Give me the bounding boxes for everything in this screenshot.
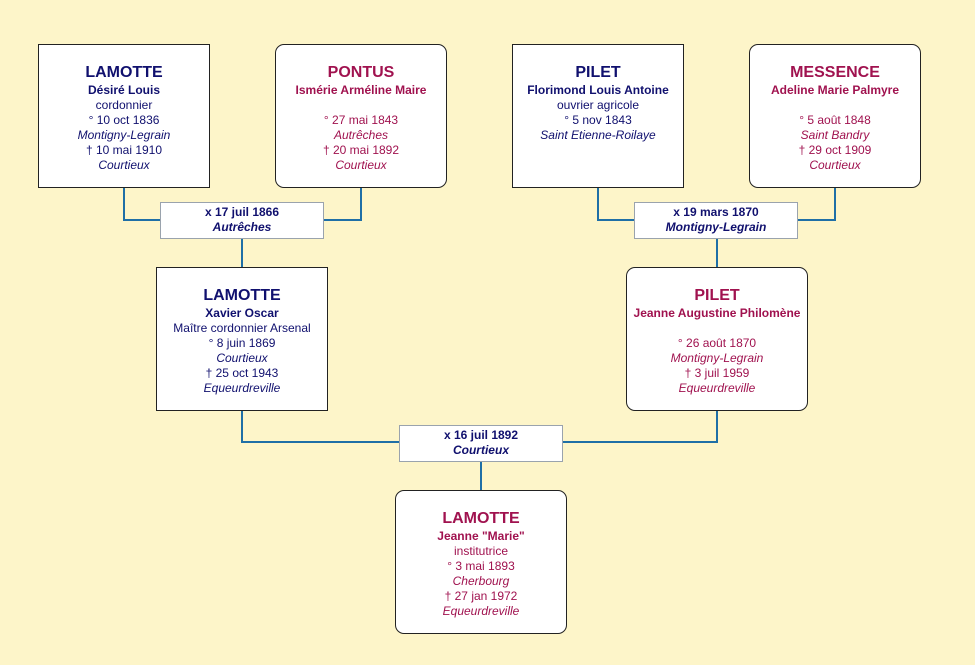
birth-place: Montigny-Legrain <box>77 128 171 142</box>
death-date: † 27 jan 1972 <box>444 589 518 603</box>
marriage-date: x 17 juil 1866 <box>204 205 280 219</box>
surname: LAMOTTE <box>442 510 520 527</box>
marriage-date: x 16 juil 1892 <box>443 428 519 442</box>
occupation: institutrice <box>453 544 509 558</box>
person-card-xavier-oscar-lamotte[interactable]: LAMOTTE Xavier Oscar Maître cordonnier A… <box>156 267 328 411</box>
connector-gp4 <box>797 187 836 221</box>
surname: LAMOTTE <box>85 64 163 81</box>
given-names: Florimond Louis Antoine <box>527 83 669 97</box>
marriage-place: Courtieux <box>452 443 509 457</box>
death-place: Courtieux <box>809 158 861 172</box>
person-card-ismerie-pontus[interactable]: PONTUS Ismérie Arméline Maire ° 27 mai 1… <box>275 44 447 188</box>
person-card-florimond-pilet[interactable]: PILET Florimond Louis Antoine ouvrier ag… <box>512 44 684 188</box>
person-card-jeanne-marie-lamotte[interactable]: LAMOTTE Jeanne "Marie" institutrice ° 3 … <box>395 490 567 634</box>
death-place: Courtieux <box>98 158 150 172</box>
birth-place: Cherbourg <box>452 574 510 588</box>
birth-date: ° 27 mai 1843 <box>323 113 399 127</box>
marriage-box-pilet-messence[interactable]: x 19 mars 1870 Montigny-Legrain <box>634 202 798 239</box>
birth-date: ° 5 août 1848 <box>799 113 871 127</box>
birth-date: ° 10 oct 1836 <box>88 113 160 127</box>
given-names: Jeanne "Marie" <box>437 529 525 543</box>
occupation: Maître cordonnier Arsenal <box>173 321 311 335</box>
birth-place: Saint Bandry <box>800 128 870 142</box>
given-names: Jeanne Augustine Philomène <box>633 306 801 320</box>
birth-date: ° 26 août 1870 <box>677 336 757 350</box>
given-names: Adeline Marie Palmyre <box>770 83 900 97</box>
blank-line <box>750 98 920 113</box>
birth-place: Saint Etienne-Roilaye <box>540 128 656 142</box>
surname: PILET <box>575 64 621 81</box>
marriage-box-lamotte-pontus[interactable]: x 17 juil 1866 Autrêches <box>160 202 324 239</box>
surname: MESSENCE <box>790 64 880 81</box>
marriage-box-parents[interactable]: x 16 juil 1892 Courtieux <box>399 425 563 462</box>
birth-date: ° 8 juin 1869 <box>208 336 276 350</box>
birth-place: Montigny-Legrain <box>670 351 764 365</box>
marriage-place: Autrêches <box>212 220 272 234</box>
given-names: Désiré Louis <box>87 83 161 97</box>
birth-place: Courtieux <box>216 351 268 365</box>
connector-mother <box>562 410 718 443</box>
connector-gp3 <box>597 187 635 221</box>
death-date: † 3 juil 1959 <box>684 366 750 380</box>
blank-line <box>276 98 446 113</box>
death-date: † 25 oct 1943 <box>205 366 279 380</box>
surname: PILET <box>694 287 740 304</box>
birth-place: Autrêches <box>333 128 389 142</box>
marriage-date: x 19 mars 1870 <box>673 205 759 219</box>
blank-line <box>627 321 807 336</box>
connector-father <box>241 410 400 443</box>
person-card-adeline-messence[interactable]: MESSENCE Adeline Marie Palmyre ° 5 août … <box>749 44 921 188</box>
marriage-place: Montigny-Legrain <box>665 220 767 234</box>
death-place: Equeurdreville <box>203 381 281 395</box>
connector-gp2 <box>323 187 362 221</box>
death-place: Equeurdreville <box>442 604 520 618</box>
occupation: cordonnier <box>95 98 153 112</box>
death-date: † 20 mai 1892 <box>322 143 400 157</box>
death-date: † 10 mai 1910 <box>85 143 163 157</box>
given-names: Xavier Oscar <box>205 306 279 320</box>
birth-date: ° 3 mai 1893 <box>447 559 515 573</box>
death-place: Equeurdreville <box>678 381 756 395</box>
birth-date: ° 5 nov 1843 <box>564 113 632 127</box>
given-names: Ismérie Arméline Maire <box>295 83 427 97</box>
person-card-jeanne-augustine-pilet[interactable]: PILET Jeanne Augustine Philomène ° 26 ao… <box>626 267 808 411</box>
surname: LAMOTTE <box>203 287 281 304</box>
surname: PONTUS <box>327 64 395 81</box>
occupation: ouvrier agricole <box>556 98 640 112</box>
person-card-desire-louis-lamotte[interactable]: LAMOTTE Désiré Louis cordonnier ° 10 oct… <box>38 44 210 188</box>
death-date: † 29 oct 1909 <box>798 143 872 157</box>
connector-gp1 <box>123 187 161 221</box>
death-place: Courtieux <box>335 158 387 172</box>
